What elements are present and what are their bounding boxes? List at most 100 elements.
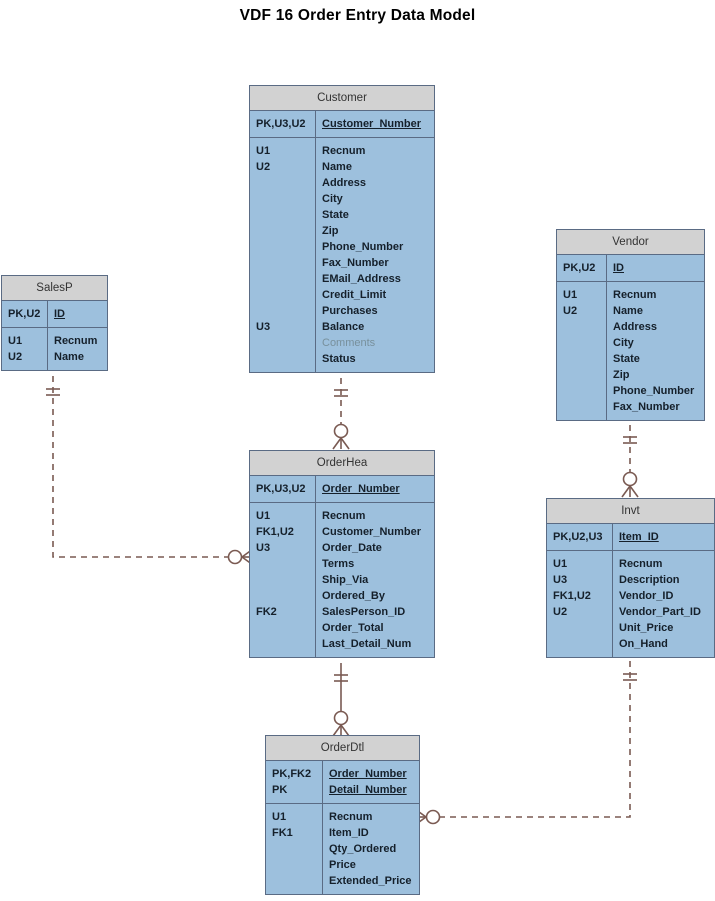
attribute: Recnum <box>54 335 98 347</box>
key-tag: PK,U3,U2 <box>256 118 306 130</box>
page-title: VDF 16 Order Entry Data Model <box>239 7 476 24</box>
attribute: State <box>613 353 640 365</box>
key-attribute: ID <box>54 308 65 320</box>
attribute: Recnum <box>322 510 366 522</box>
attribute: Recnum <box>613 289 657 301</box>
attribute: Address <box>613 321 658 333</box>
entity-invt-title: Invt <box>547 499 714 524</box>
attribute: Recnum <box>322 145 366 157</box>
attribute: Price <box>329 859 356 871</box>
attribute: Name <box>54 351 84 363</box>
attribute: City <box>322 193 343 205</box>
attribute: Phone_Number <box>613 385 695 397</box>
attribute: Order_Total <box>322 622 384 634</box>
attribute: Name <box>613 305 643 317</box>
entity-vendor-key-section: PK,U2 ID <box>557 255 704 282</box>
entity-customer-key-section: PK,U3,U2 Customer_Number <box>250 111 434 138</box>
attribute: State <box>322 209 349 221</box>
relationship-orderhea-orderdtl <box>332 663 350 737</box>
entity-orderhea[interactable]: OrderHea PK,U3,U2 Order_Number U1 FK1,U2… <box>249 450 435 658</box>
attribute: Ordered_By <box>322 590 385 602</box>
entity-vendor[interactable]: Vendor PK,U2 ID U1 U2 . . . . . . Recnum <box>556 229 705 421</box>
attribute: Status <box>322 353 356 365</box>
attr-tag: FK2 <box>256 606 277 618</box>
key-attribute: Customer_Number <box>322 118 422 130</box>
relationship-vendor-invt <box>621 425 639 498</box>
entity-salesp-attr-section: U1 U2 Recnum Name <box>2 328 107 370</box>
attribute: Vendor_ID <box>619 590 674 602</box>
attribute: Item_ID <box>329 827 369 839</box>
attr-tag: U1 <box>272 811 287 823</box>
entity-invt[interactable]: Invt PK,U2,U3 Item_ID U1 U3 FK1,U2 U2 . … <box>546 498 715 658</box>
attr-tag: FK1 <box>272 827 293 839</box>
entity-customer[interactable]: Customer PK,U3,U2 Customer_Number U1 U2 … <box>249 85 435 373</box>
attr-tag: U3 <box>553 574 568 586</box>
relationship-customer-orderhea <box>332 378 350 450</box>
attr-tag: U1 <box>256 510 271 522</box>
relationship-salesp-orderhea <box>46 376 254 566</box>
attribute: Description <box>619 574 680 586</box>
entity-orderdtl-title: OrderDtl <box>266 736 419 761</box>
attr-tag: U1 <box>8 335 23 347</box>
entity-salesp-title: SalesP <box>2 276 107 301</box>
entity-orderhea-key-section: PK,U3,U2 Order_Number <box>250 476 434 503</box>
attribute: Zip <box>322 225 339 237</box>
attribute: Address <box>322 177 367 189</box>
entity-orderdtl[interactable]: OrderDtl PK,FK2 PK Order_Number Detail_N… <box>265 735 420 895</box>
attribute: Unit_Price <box>619 622 674 634</box>
entity-customer-title: Customer <box>250 86 434 111</box>
entity-vendor-title: Vendor <box>557 230 704 255</box>
entity-orderdtl-attr-section: U1 FK1 . . . Recnum Item_ID Qty_Ordered … <box>266 804 419 894</box>
key-attribute: Detail_Number <box>329 784 407 796</box>
attribute: Ship_Via <box>322 574 369 586</box>
attribute: Comments <box>322 337 376 349</box>
key-attribute: ID <box>613 262 624 274</box>
entity-orderdtl-key-section: PK,FK2 PK Order_Number Detail_Number <box>266 761 419 804</box>
attribute: Fax_Number <box>613 401 680 413</box>
attribute: Extended_Price <box>329 875 412 887</box>
attr-tag: U1 <box>563 289 578 301</box>
key-tag: PK,U2 <box>563 262 596 274</box>
entity-orderhea-attr-section: U1 FK1,U2 U3 . . . FK2 . . Recnum Custom… <box>250 503 434 657</box>
entity-salesp[interactable]: SalesP PK,U2 ID U1 U2 Recnum Name <box>1 275 108 371</box>
attribute: Credit_Limit <box>322 289 387 301</box>
attr-tag: U3 <box>256 542 271 554</box>
attribute: On_Hand <box>619 638 668 650</box>
key-tag: PK,U3,U2 <box>256 483 306 495</box>
relationship-invt-orderdtl <box>414 661 637 826</box>
attr-tag: U2 <box>553 606 568 618</box>
key-tag: PK,FK2 <box>272 768 312 780</box>
key-tag: PK,U2 <box>8 308 41 320</box>
attr-tag: U2 <box>563 305 578 317</box>
attribute: Balance <box>322 321 365 333</box>
entity-invt-key-section: PK,U2,U3 Item_ID <box>547 524 714 551</box>
attr-tag: U2 <box>8 351 23 363</box>
entity-customer-attr-section: U1 U2 . . . . . . . . . U3 . . Recnum Na… <box>250 138 434 372</box>
attribute: Qty_Ordered <box>329 843 397 855</box>
attribute: Phone_Number <box>322 241 404 253</box>
attribute: Vendor_Part_ID <box>619 606 701 618</box>
attribute: Last_Detail_Num <box>322 638 412 650</box>
attr-tag: U3 <box>256 321 271 333</box>
attribute: City <box>613 337 634 349</box>
attribute: Recnum <box>619 558 663 570</box>
attr-tag: FK1,U2 <box>553 590 591 602</box>
key-tag: PK,U2,U3 <box>553 531 603 543</box>
attribute: Name <box>322 161 352 173</box>
attribute: SalesPerson_ID <box>322 606 406 618</box>
key-attribute: Order_Number <box>329 768 407 780</box>
key-attribute: Item_ID <box>619 531 659 543</box>
attribute: Zip <box>613 369 630 381</box>
attribute: Fax_Number <box>322 257 389 269</box>
attribute: Customer_Number <box>322 526 422 538</box>
key-attribute: Order_Number <box>322 483 400 495</box>
attr-tag: FK1,U2 <box>256 526 294 538</box>
entity-salesp-key-section: PK,U2 ID <box>2 301 107 328</box>
entity-invt-attr-section: U1 U3 FK1,U2 U2 . . Recnum Description V… <box>547 551 714 657</box>
attribute: Order_Date <box>322 542 382 554</box>
attribute: Recnum <box>329 811 373 823</box>
key-tag: PK <box>272 784 288 796</box>
attribute: Terms <box>322 558 355 570</box>
